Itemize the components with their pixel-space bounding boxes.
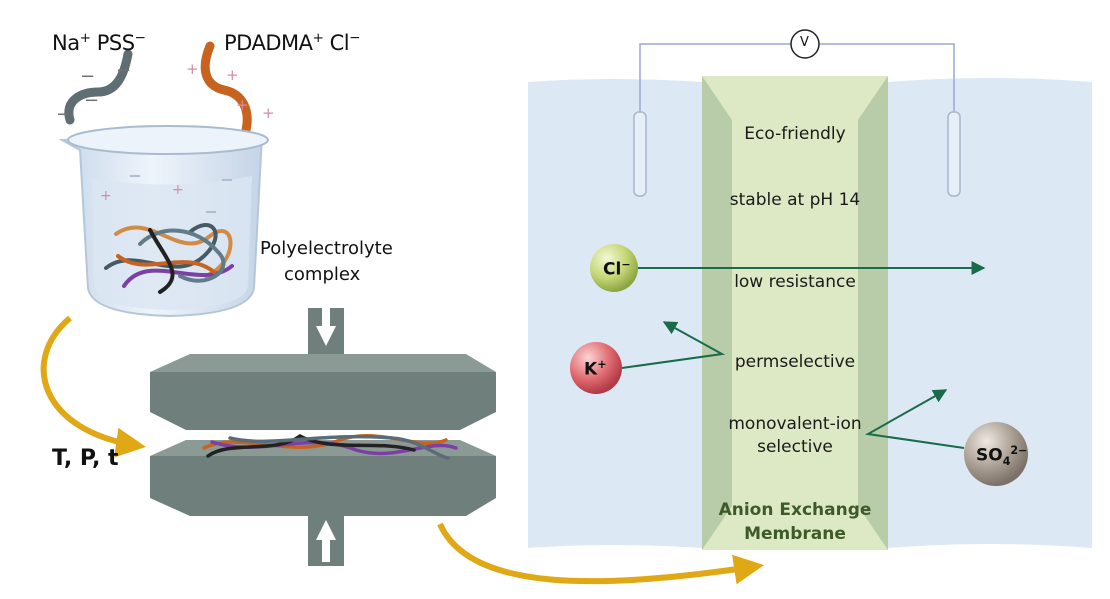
svg-text:+: + <box>186 60 199 78</box>
orange-arrow-to-membrane <box>437 522 764 585</box>
membrane-name-line2: Membrane <box>744 524 846 544</box>
pss-label: Na+ PSS− <box>52 30 146 55</box>
k-ion-sphere <box>570 342 622 394</box>
k-ion-label: K+ <box>584 358 607 380</box>
bottom-press-arrow <box>308 514 344 566</box>
anion-exchange-membrane <box>702 76 888 550</box>
beaker-graduations <box>130 175 232 213</box>
membrane-prop-monovalent: monovalent-ion <box>728 414 862 434</box>
so4-rejection-arrow <box>864 389 965 449</box>
top-press-plate <box>150 354 496 430</box>
svg-text:+: + <box>172 182 184 198</box>
beaker-charges: ++ <box>100 182 184 204</box>
right-electrode <box>947 111 961 197</box>
left-chamber <box>528 79 702 548</box>
membrane-prop-permselective: permselective <box>734 352 856 372</box>
k-rejection-arrow <box>621 321 726 369</box>
left-electrode <box>633 111 647 197</box>
cl-ion-label: Cl− <box>603 258 631 280</box>
svg-text:+: + <box>262 104 275 122</box>
cl-ion-sphere <box>590 244 638 292</box>
svg-text:−: − <box>80 66 95 87</box>
pressed-polymer-film <box>202 433 458 460</box>
membrane-prop-selective: selective <box>757 437 833 457</box>
complex-label-line1: Polyelectrolyte <box>260 238 393 259</box>
svg-text:+: + <box>236 96 249 114</box>
so4-ion-sphere <box>964 422 1028 486</box>
polymer-tangle-in-beaker <box>104 223 234 294</box>
svg-text:−: − <box>84 90 99 111</box>
membrane-prop-eco: Eco-friendly <box>744 124 846 144</box>
transport-arrows <box>621 261 986 449</box>
svg-text:+: + <box>100 188 112 204</box>
pdadma-label: PDADMA+ Cl− <box>224 30 361 55</box>
svg-text:+: + <box>226 66 239 84</box>
top-press-arrow <box>308 308 344 354</box>
bottom-press-plate <box>150 440 496 516</box>
orange-arrow-to-press <box>40 315 146 458</box>
svg-text:−: − <box>56 104 71 125</box>
pdadma-plus-charges: + + + + <box>186 60 275 122</box>
membrane-name-line1: Anion Exchange <box>718 500 872 520</box>
svg-text:−: − <box>116 60 131 81</box>
so4-ion-label: SO42− <box>976 444 1028 469</box>
pss-strand <box>64 49 133 125</box>
pss-minus-charges: −− −− <box>56 60 131 125</box>
membrane-prop-stable: stable at pH 14 <box>729 190 861 210</box>
voltmeter-icon <box>790 29 820 59</box>
membrane-prop-resistance: low resistance <box>734 272 856 292</box>
voltmeter-label: V <box>800 35 809 50</box>
process-conditions-label: T, P, t <box>52 446 119 471</box>
pdadma-strand <box>200 41 252 135</box>
circuit-wire <box>639 43 955 112</box>
right-chamber <box>888 78 1092 548</box>
complex-label-line2: complex <box>284 264 361 285</box>
